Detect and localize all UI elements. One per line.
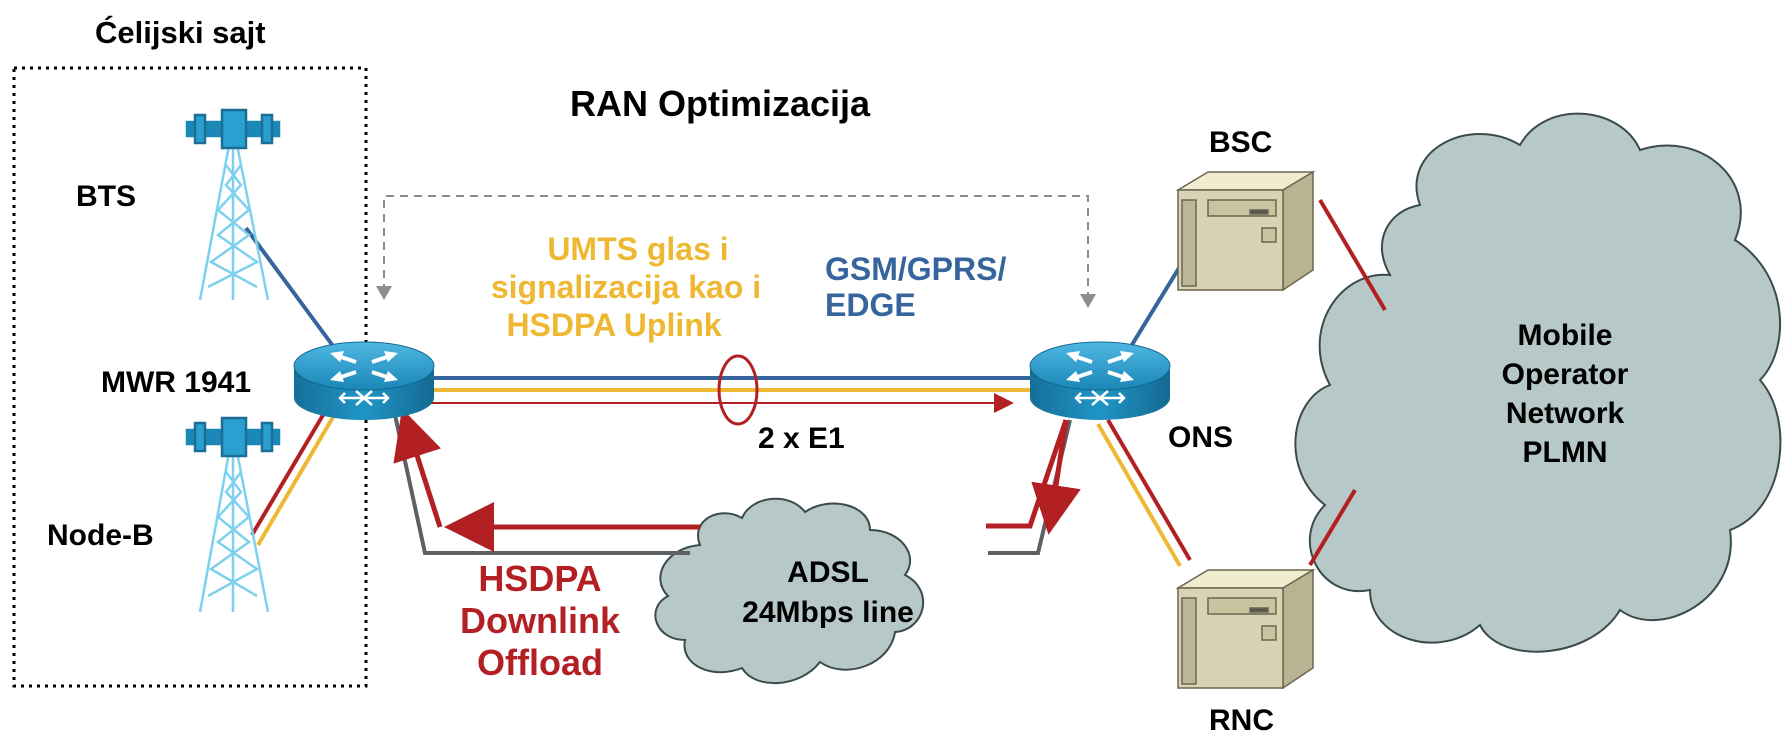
e1-bundle-ring (717, 354, 759, 426)
diagram-title: RAN Optimizacija (570, 83, 871, 124)
umts-label-line-2: signalizacija kao i (491, 269, 761, 305)
gsm-label-line-1: GSM/GPRS/ (825, 251, 1006, 287)
cable-ons-rnc-red (1106, 418, 1192, 562)
nodeb-label: Node-B (47, 519, 154, 552)
plmn-label-line-1: Mobile (1518, 319, 1613, 352)
hsdpa-label-line-1: HSDPA (478, 558, 601, 599)
plmn-cloud (1294, 112, 1782, 653)
cable-ons-rnc-yellow (1096, 422, 1182, 568)
cable-nodeb-red (250, 408, 328, 537)
umts-label-line-3: HSDPA Uplink (506, 307, 721, 343)
rnc-label: RNC (1209, 704, 1274, 732)
hsdpa-label-line-3: Offload (477, 642, 603, 683)
nodeb-tower-icon (185, 416, 281, 613)
link-label: 2 x E1 (758, 422, 845, 455)
bsc-server-icon (1175, 170, 1316, 292)
router-left-icon (293, 341, 435, 420)
bts-label: BTS (76, 180, 136, 213)
umts-label-line-1: UMTS glas i (547, 231, 728, 267)
dashed-arrow-left (376, 286, 392, 300)
hsdpa-red-up (393, 408, 443, 528)
cable-nodeb-yellow (256, 410, 338, 547)
dashed-arrow-right (1080, 294, 1096, 308)
cable-bts-router (244, 226, 338, 352)
hsdpa-label-line-2: Downlink (460, 600, 621, 641)
router-right-label: ONS (1168, 421, 1233, 454)
site-label: Ćelijski sajt (95, 14, 266, 50)
router-right-icon (1029, 341, 1171, 420)
router-left-label: MWR 1941 (101, 366, 251, 399)
rnc-server-icon (1175, 568, 1316, 690)
adsl-label-line-1: ADSL (787, 556, 869, 589)
adsl-label-line-2: 24Mbps line (742, 596, 914, 629)
cable-rnc-plmn (1308, 488, 1357, 567)
plmn-label-line-3: Network (1506, 397, 1625, 430)
cable-bsc-plmn (1318, 198, 1387, 312)
bsc-label: BSC (1209, 126, 1272, 159)
hsdpa-red-right (986, 419, 1069, 529)
plmn-label-line-4: PLMN (1523, 436, 1608, 469)
adsl-gray-path (393, 414, 690, 555)
gsm-label-line-2: EDGE (825, 287, 916, 323)
bts-tower-icon (185, 108, 281, 301)
hsdpa-arrow-down (1031, 419, 1081, 535)
cell-site-box (12, 66, 368, 688)
dashed-bracket (383, 195, 1089, 300)
adsl-cloud (654, 497, 924, 685)
plmn-label-line-2: Operator (1502, 358, 1629, 391)
